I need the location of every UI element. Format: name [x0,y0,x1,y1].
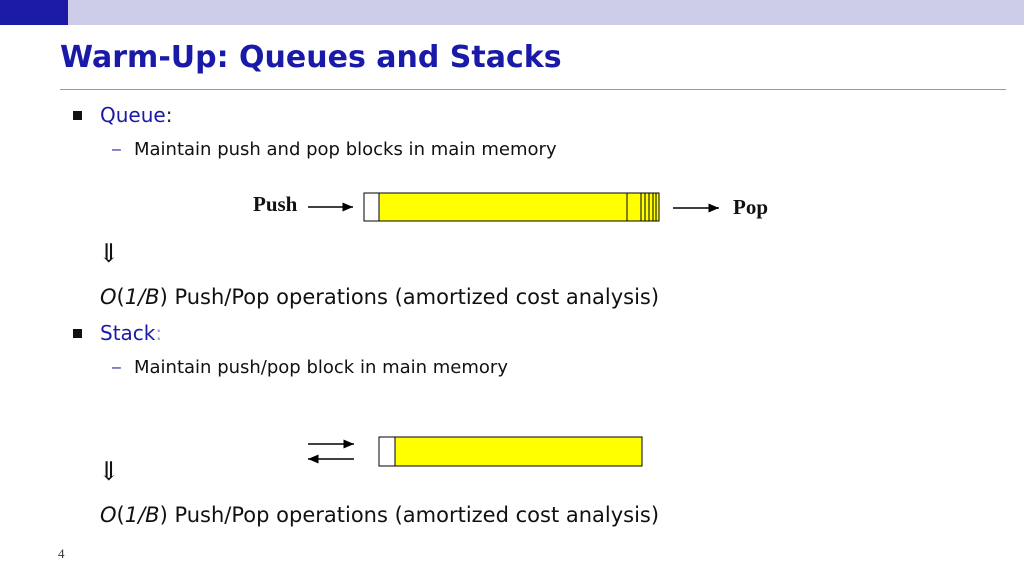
queue-heading-colon: : [165,103,173,127]
stack-heading: Stack: [100,321,162,345]
slide-title: Warm-Up: Queues and Stacks [60,40,562,75]
dash-bullet-icon: – [112,141,121,158]
stack-detail: Maintain push/pop block in main memory [134,357,508,378]
queue-heading: Queue: [100,103,172,127]
top-banner-square [0,0,68,25]
formula-paren: ( [116,285,125,309]
stack-top-block [378,436,396,467]
pop-label: Pop [733,195,769,219]
formula-arg: 1/B [124,503,160,527]
stack-formula: O(1/B) Push/Pop operations (amortized co… [100,503,659,527]
queue-push-block [363,192,381,222]
bullet-square-icon [73,329,82,338]
implies-arrow-icon: ⇓ [98,457,120,487]
stack-memory-block [394,436,643,467]
top-banner [0,0,1024,25]
implies-arrow-icon: ⇓ [98,239,120,269]
title-divider [60,89,1006,90]
queue-heading-text: Queue [100,103,166,127]
formula-arg: 1/B [124,285,160,309]
formula-rest: ) Push/Pop operations (amortized cost an… [159,285,660,309]
page-number: 4 [58,546,65,561]
queue-formula: O(1/B) Push/Pop operations (amortized co… [100,285,659,309]
formula-o: O [100,285,117,309]
queue-memory-block [378,192,660,222]
push-label: Push [253,192,298,216]
formula-rest: ) Push/Pop operations (amortized cost an… [159,503,660,527]
formula-paren: ( [116,503,125,527]
stack-heading-colon: : [155,321,163,345]
dash-bullet-icon: – [112,359,121,376]
formula-o: O [100,503,117,527]
queue-detail: Maintain push and pop blocks in main mem… [134,139,557,160]
bullet-square-icon [73,111,82,120]
stack-heading-text: Stack [100,321,156,345]
